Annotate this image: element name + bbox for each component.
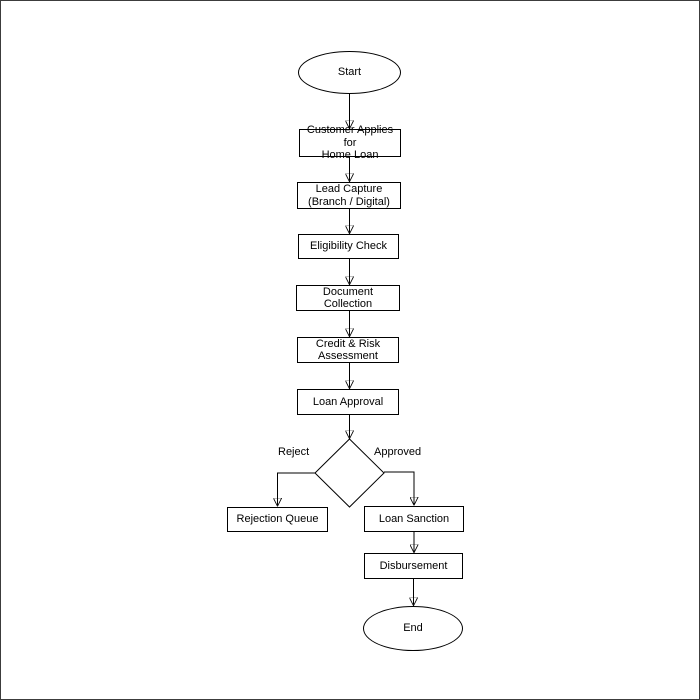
- node-loan-sanction-label: Loan Sanction: [378, 512, 450, 525]
- node-rejection-queue: Rejection Queue: [227, 507, 328, 532]
- edge-decision-to-loan-sanction: [384, 471, 414, 504]
- node-disbursement: Disbursement: [364, 553, 463, 579]
- node-eligibility-check-label: Eligibility Check: [309, 240, 388, 253]
- node-loan-sanction: Loan Sanction: [364, 506, 464, 532]
- edge-label-reject: Reject: [278, 446, 310, 458]
- node-document-collection-label: Document Collection: [322, 285, 374, 311]
- node-start: Start: [298, 51, 401, 94]
- node-document-collection: Document Collection: [296, 285, 400, 311]
- edge-label-approved: Approved: [374, 446, 422, 458]
- node-customer-applies: Customer Applies for Home Loan: [299, 124, 401, 161]
- node-loan-approval: Loan Approval: [297, 389, 399, 415]
- node-start-label: Start: [337, 66, 362, 79]
- node-lead-capture-label: Lead Capture (Branch / Digital): [308, 183, 390, 208]
- node-loan-approval-label: Loan Approval: [312, 395, 384, 408]
- node-lead-capture: Lead Capture (Branch / Digital): [297, 182, 401, 209]
- node-credit-risk-assessment: Credit & Risk Assessment: [297, 337, 399, 363]
- node-customer-applies-label: Customer Applies for Home Loan: [306, 124, 394, 162]
- node-disbursement-label: Disbursement: [379, 559, 448, 572]
- edge-decision-to-rejection-queue: [278, 472, 315, 505]
- node-rejection-queue-label: Rejection Queue: [236, 513, 319, 526]
- node-credit-risk-assessment-label: Credit & Risk Assessment: [315, 337, 381, 363]
- node-eligibility-check: Eligibility Check: [298, 234, 399, 259]
- node-end-label: End: [403, 622, 423, 635]
- node-end: End: [363, 606, 463, 651]
